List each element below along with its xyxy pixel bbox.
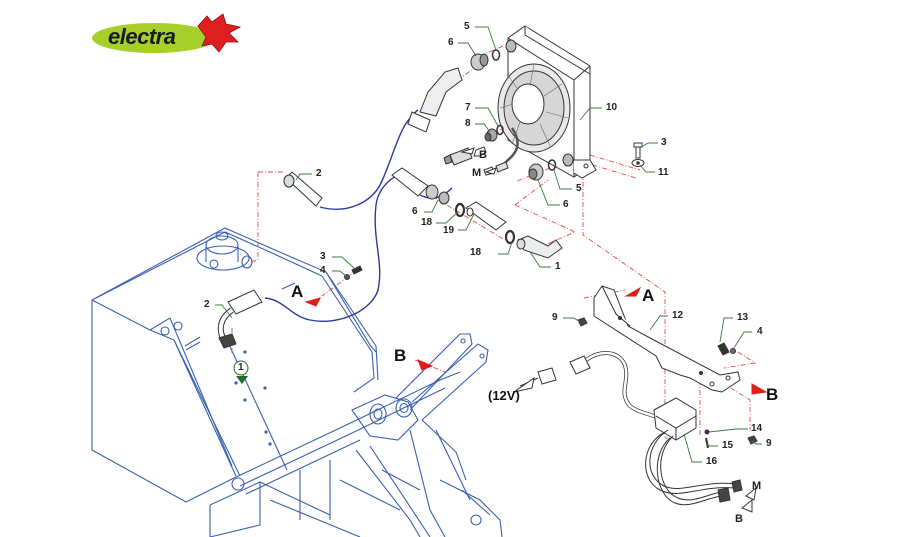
callout-6: 6 xyxy=(412,206,418,217)
connection-M-bottom: M xyxy=(752,480,762,492)
arrow-M-top-icon xyxy=(484,167,497,175)
reference-A-bracket: A xyxy=(642,286,655,305)
callout-8: 8 xyxy=(465,118,471,129)
flow-marker-number: 1 xyxy=(238,362,244,373)
reference-A-tank: A xyxy=(291,282,304,301)
ref-arrow-B-arm-icon xyxy=(417,359,434,371)
tank-and-frame xyxy=(91,227,503,537)
callout-19: 19 xyxy=(443,225,455,236)
flow-marker xyxy=(233,360,249,384)
ref-arrow-A-tank-icon xyxy=(304,297,321,307)
electra-logo xyxy=(92,13,242,53)
reference-B-bracket: B xyxy=(766,385,779,404)
callout-7: 7 xyxy=(465,102,471,113)
voltage-label: (12V) xyxy=(488,388,520,403)
callout-4: 4 xyxy=(320,265,326,276)
callout-9: 9 xyxy=(766,438,772,449)
oil-cooler xyxy=(497,25,597,179)
reference-B-arm: B xyxy=(394,346,407,365)
callout-10: 10 xyxy=(606,102,618,113)
leader-lines xyxy=(215,26,762,463)
wiring-and-relay xyxy=(519,351,758,506)
callout-5: 5 xyxy=(464,21,470,32)
connection-arrows xyxy=(460,147,757,513)
callout-6: 6 xyxy=(448,37,454,48)
callout-13: 13 xyxy=(737,312,749,323)
connection-B-bottom: B xyxy=(735,513,743,525)
ref-arrow-B-bracket-icon xyxy=(751,383,768,395)
bracket xyxy=(577,285,741,393)
callout-18: 18 xyxy=(470,247,482,258)
ref-arrow-A-bracket-icon xyxy=(624,286,642,297)
callout-6: 6 xyxy=(563,199,569,210)
arrow-M-bottom-icon xyxy=(745,486,757,501)
callout-11: 11 xyxy=(658,167,669,178)
reference-arrows xyxy=(304,286,768,395)
callout-15: 15 xyxy=(722,440,734,451)
arrow-B-bottom-icon xyxy=(741,498,753,513)
connection-B-top: B xyxy=(479,149,487,161)
callout-1: 1 xyxy=(555,261,561,272)
callout-16: 16 xyxy=(706,456,718,467)
callout-3: 3 xyxy=(661,137,667,148)
callout-4: 4 xyxy=(757,326,763,337)
arrow-B-top-icon xyxy=(460,147,475,155)
callout-9: 9 xyxy=(552,312,558,323)
callout-3: 3 xyxy=(320,251,326,262)
arrow-12V-icon xyxy=(513,376,535,393)
connection-M-top: M xyxy=(472,167,482,179)
callout-14: 14 xyxy=(751,423,763,434)
callout-5: 5 xyxy=(576,183,582,194)
fittings xyxy=(217,49,645,349)
logo-text: electra xyxy=(108,24,176,49)
callout-12: 12 xyxy=(672,310,684,321)
callout-2: 2 xyxy=(204,299,210,310)
assembly-lines xyxy=(231,45,757,439)
callout-18: 18 xyxy=(421,217,433,228)
callout-2: 2 xyxy=(316,168,322,179)
